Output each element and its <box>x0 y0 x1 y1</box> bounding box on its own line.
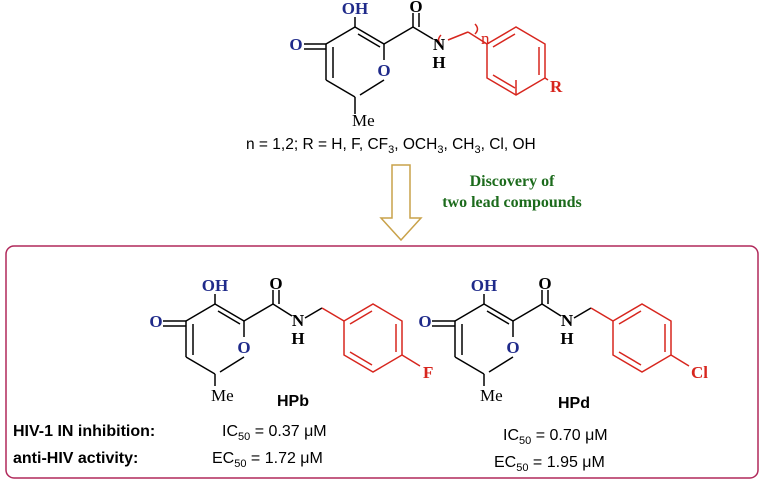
compound-hpd-structure: O OH O Me O N H Cl <box>418 274 708 405</box>
methyl-label: Me <box>352 111 375 130</box>
arrow-label-line1: Discovery of <box>470 173 556 190</box>
keto-oxygen-label: O <box>289 35 302 54</box>
row-label-activity: anti-HIV activity: <box>13 450 138 467</box>
hpb-amide-nitrogen-label: N <box>292 311 305 330</box>
hpb-fluorine-label: F <box>423 363 433 382</box>
hpd-keto-oxygen-label: O <box>418 312 431 331</box>
hpd-ring-oxygen-label: O <box>506 338 519 357</box>
compound-name-hpd: HPd <box>558 395 590 412</box>
hpd-amide-nitrogen-label: N <box>561 311 574 330</box>
ring-oxygen-label: O <box>377 61 390 80</box>
amide-hydrogen-label: H <box>432 53 445 72</box>
hpb-amide-oxygen-label: O <box>269 274 282 293</box>
hpd-ic50-value: IC50 = 0.70 μM <box>503 427 608 447</box>
chain-index-label: n <box>481 29 490 48</box>
lead-compounds-box <box>5 245 759 479</box>
hpd-hydroxyl-label: OH <box>471 276 497 295</box>
general-structure: O OH O Me O N H n R <box>289 0 563 130</box>
hpb-methyl-label: Me <box>211 386 234 405</box>
row-label-inhibition: HIV-1 IN inhibition: <box>13 423 155 440</box>
hpb-keto-oxygen-label: O <box>149 312 162 331</box>
r-group-label: R <box>550 77 563 96</box>
hpd-amide-hydrogen-label: H <box>560 329 573 348</box>
hpd-methyl-label: Me <box>480 386 503 405</box>
hpb-ring-oxygen-label: O <box>237 338 250 357</box>
hpd-ec50-value: EC50 = 1.95 μM <box>494 454 605 474</box>
amide-oxygen-label: O <box>409 0 422 16</box>
compound-name-hpb: HPb <box>277 393 309 410</box>
arrow-label-line2: two lead compounds <box>442 194 582 211</box>
hpb-hydroxyl-label: OH <box>202 276 228 295</box>
amide-nitrogen-label: N <box>433 35 446 54</box>
hpd-chlorine-label: Cl <box>691 363 708 382</box>
hpb-ic50-value: IC50 = 0.37 μM <box>222 423 327 443</box>
substituent-list: n = 1,2; R = H, F, CF3, OCH3, CH3, Cl, O… <box>246 136 536 156</box>
down-arrow-icon <box>379 164 423 242</box>
hpb-amide-hydrogen-label: H <box>291 329 304 348</box>
compound-hpb-structure: O OH O Me O N H F <box>149 274 433 405</box>
hpd-amide-oxygen-label: O <box>538 274 551 293</box>
hpb-ec50-value: EC50 = 1.72 μM <box>212 450 323 470</box>
hydroxyl-label: OH <box>342 0 368 18</box>
